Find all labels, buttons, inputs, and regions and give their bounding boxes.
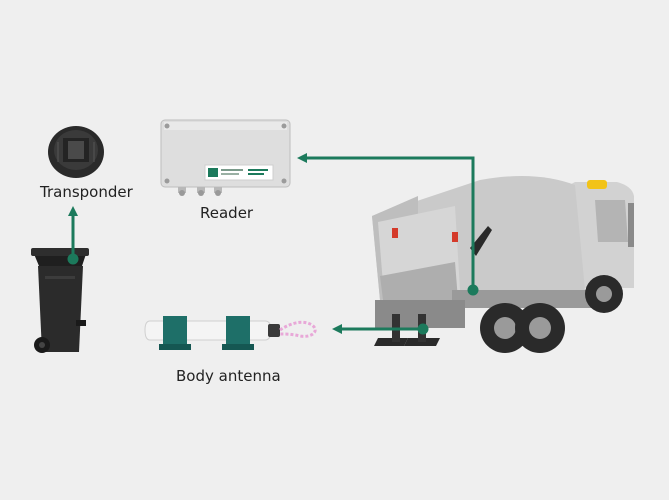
transponder-disc-icon [48,126,104,178]
transponder-label: Transponder [40,183,133,201]
arrow-truck-to-reader [297,153,475,290]
body-antenna-icon [144,316,317,350]
reader-label: Reader [200,204,254,222]
reader-box-icon [160,119,291,196]
waste-bin-icon [31,248,89,353]
garbage-truck-icon [372,176,634,353]
body-antenna-label: Body antenna [176,367,281,385]
arrow-bin-node [67,253,79,265]
arrow-truck-node [467,284,479,296]
connector-arrows [67,153,479,335]
arrow-antenna-node [417,323,429,335]
